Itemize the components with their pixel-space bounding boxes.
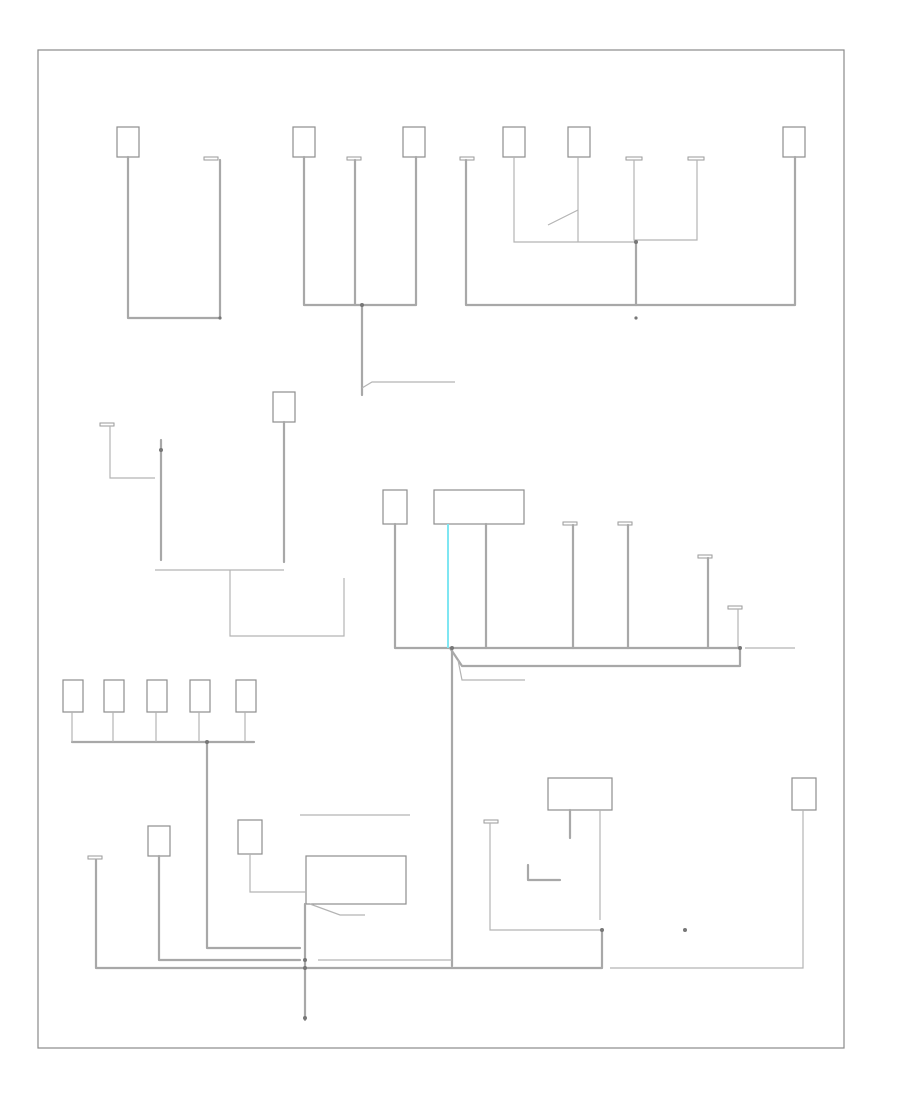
connector-mark (697, 554, 713, 559)
component-box-wide (547, 777, 613, 811)
splice-dot (634, 316, 638, 320)
lamp-box (189, 679, 211, 713)
lamp-box (62, 679, 84, 713)
connector-mark (483, 819, 499, 824)
ground-wire (205, 740, 302, 950)
lamp-box (235, 679, 257, 713)
middle-left-section (99, 391, 345, 637)
splice-dot (450, 646, 454, 650)
middle-right-section (382, 489, 795, 968)
splice-dot (303, 966, 307, 970)
splice-dot (218, 316, 222, 320)
component-box (292, 126, 316, 158)
lamp-row (62, 679, 302, 950)
shield-wire (361, 381, 455, 389)
ground-wire (489, 823, 602, 931)
ground-wire (229, 570, 345, 637)
splice-dot (303, 958, 307, 962)
connector-mark (99, 422, 115, 427)
connector-mark (203, 156, 219, 161)
component-box (782, 126, 806, 158)
splice-dot (205, 740, 209, 744)
component-box (382, 489, 408, 525)
top-row-components (116, 126, 806, 161)
lamp-box (103, 679, 125, 713)
ground-wire (547, 209, 579, 226)
ground-wire (126, 155, 222, 320)
ground-wire (393, 522, 452, 650)
component-box (116, 126, 140, 158)
connector-mark (87, 855, 103, 860)
connector-mark (625, 156, 643, 161)
splice-dot (634, 240, 638, 244)
ground-point (683, 928, 687, 932)
ground-wire (526, 863, 562, 882)
component-box-wide (433, 489, 525, 525)
ground-point (303, 1016, 307, 1020)
ground-bus (448, 646, 742, 668)
ground-wire (302, 155, 418, 307)
component-box (272, 391, 296, 423)
ground-wire (464, 155, 797, 307)
lamp-box (146, 679, 168, 713)
ground-wire (457, 659, 525, 681)
connector-mark (617, 521, 633, 526)
splice-dot (738, 646, 742, 650)
component-box (402, 126, 426, 158)
component-box (791, 777, 817, 811)
fuse-junction-block (305, 855, 407, 905)
ground-wire (513, 157, 635, 243)
component-box (502, 126, 526, 158)
ground-wire (94, 858, 302, 970)
ground-wire (249, 854, 306, 893)
splice-dot (159, 448, 163, 452)
splice-dot (600, 928, 604, 932)
connector-mark (727, 605, 743, 610)
diagram-border (37, 49, 845, 1049)
ground-wire (109, 426, 155, 479)
ground-wire (157, 854, 302, 962)
top-wiring (126, 155, 797, 397)
component-box (237, 819, 263, 855)
connector-mark (687, 156, 705, 161)
component-box (567, 126, 591, 158)
bottom-left-section (87, 814, 604, 1022)
connector-mark (562, 521, 578, 526)
splice-dot (360, 303, 364, 307)
bottom-right-section (483, 777, 817, 969)
ground-wire (298, 928, 604, 970)
ground-wire (610, 810, 804, 969)
ground-wire (309, 903, 365, 916)
component-box (147, 825, 171, 857)
ground-wire (633, 160, 698, 241)
